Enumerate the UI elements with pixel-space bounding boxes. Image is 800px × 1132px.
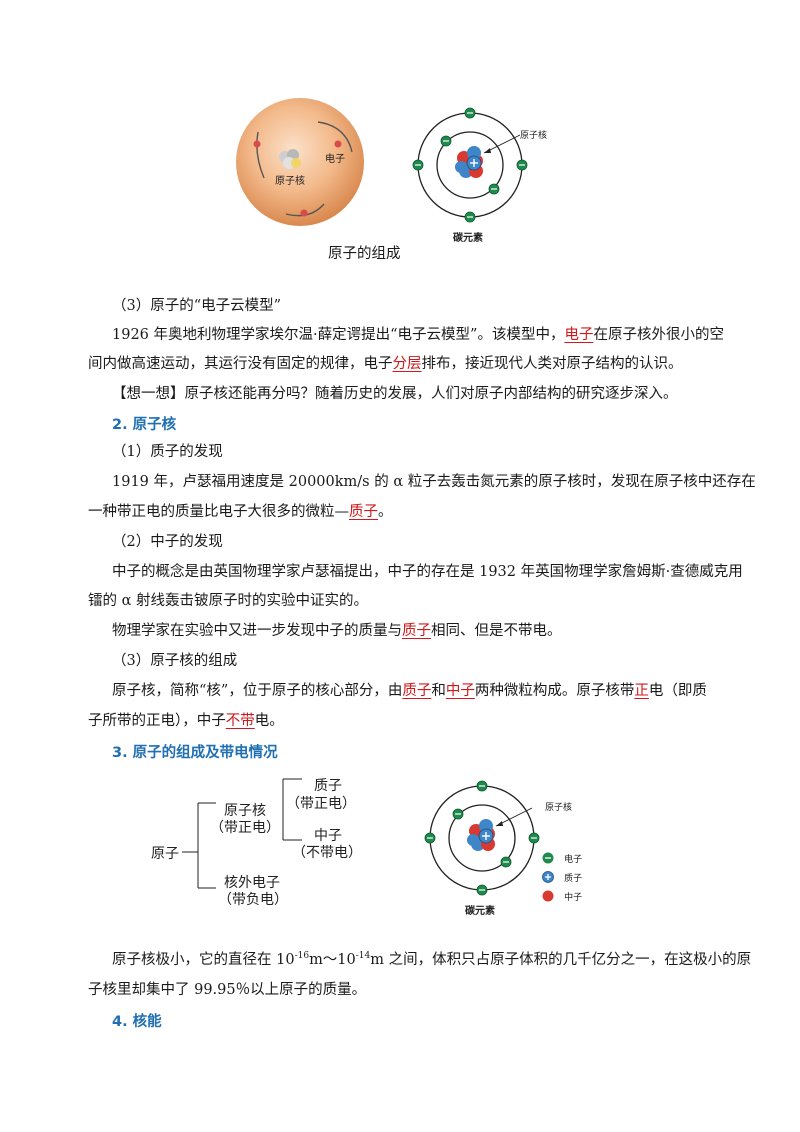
figure-caption: 原子的组成 bbox=[328, 246, 401, 262]
bottom-figure-title: 碳元素 bbox=[465, 906, 495, 917]
tree-proton-charge: （带正电） bbox=[286, 796, 356, 812]
tree-connector-lines bbox=[182, 778, 302, 889]
legend-proton: 质子 bbox=[541, 866, 582, 885]
paragraph-line: 1919 年，卢瑟福用速度是 20000km/s 的 α 粒子去轰击氮元素的原子… bbox=[112, 474, 756, 490]
legend-neutron: 中子 bbox=[541, 885, 582, 904]
right-nucleus-label: 原子核 bbox=[520, 131, 548, 141]
left-electron-label: 电子 bbox=[325, 154, 345, 165]
paragraph-line: 原子核极小，它的直径在 10-16m～10-14m 之间，体积只占原子体积的几千… bbox=[112, 951, 752, 968]
paragraph-line: 子核里却集中了 99.95％以上原子的质量。 bbox=[88, 982, 367, 998]
section-title-nucleus: 2. 原子核 bbox=[112, 417, 177, 433]
paragraph-line: 中子的概念是由英国物理学家卢瑟福提出，中子的存在是 1932 年英国物理学家詹姆… bbox=[112, 564, 743, 580]
tree-neutron-charge: （不带电） bbox=[292, 845, 362, 861]
left-nucleus-label: 原子核 bbox=[275, 176, 305, 187]
proton-heading: （1）质子的发现 bbox=[112, 444, 223, 460]
rutherford-model-figure bbox=[230, 92, 370, 232]
bottom-nucleus-label: 原子核 bbox=[545, 803, 573, 813]
paragraph-line: 间内做高速运动，其运行没有固定的规律，电子分层排布，接近现代人类对原子结构的认识… bbox=[88, 356, 683, 372]
tree-nucleus-charge: （带正电） bbox=[210, 820, 280, 836]
nucleus-composition-heading: （3）原子核的组成 bbox=[112, 653, 238, 669]
paragraph-line: 一种带正电的质量比电子大很多的微粒—质子。 bbox=[88, 504, 393, 520]
neutron-heading: （2）中子的发现 bbox=[112, 534, 223, 550]
paragraph-line: 镭的 α 射线轰击铍原子时的实验中证实的。 bbox=[88, 593, 369, 609]
tree-electron-charge: （带负电） bbox=[218, 892, 288, 908]
right-figure-title: 碳元素 bbox=[453, 233, 483, 244]
electron-icon bbox=[542, 852, 554, 863]
section-title-composition: 3. 原子的组成及带电情况 bbox=[112, 745, 278, 761]
paragraph-line: 子所带的正电），中子不带电。 bbox=[88, 713, 284, 729]
carbon-atom-figure-top bbox=[410, 105, 530, 225]
tree-nucleus: 原子核 bbox=[224, 803, 266, 819]
paragraph-line: 1926 年奥地利物理学家埃尔温·薛定谔提出“电子云模型”。该模型中，电子在原子… bbox=[112, 327, 724, 343]
section-title-nuclear-energy: 4. 核能 bbox=[112, 1014, 162, 1030]
paragraph-line: 物理学家在实验中又进一步发现中子的质量与质子相同、但是不带电。 bbox=[112, 623, 562, 639]
neutron-icon bbox=[542, 890, 554, 901]
tree-neutron: 中子 bbox=[314, 828, 342, 844]
proton-icon bbox=[542, 870, 554, 883]
tree-proton: 质子 bbox=[314, 778, 342, 794]
legend-electron: 电子 bbox=[541, 847, 582, 866]
think-prompt: 【想一想】原子核还能再分吗？随着历史的发展，人们对原子内部结构的研究逐步深入。 bbox=[112, 386, 678, 402]
tree-electron: 核外电子 bbox=[224, 875, 280, 891]
paragraph-line: 原子核，简称“核”，位于原子的核心部分，由质子和中子两种微粒构成。原子核带正电（… bbox=[112, 683, 707, 699]
tree-root-atom: 原子 bbox=[151, 846, 179, 862]
carbon-atom-figure-bottom bbox=[422, 778, 542, 898]
electron-cloud-heading: （3）原子的“电子云模型” bbox=[112, 298, 282, 314]
